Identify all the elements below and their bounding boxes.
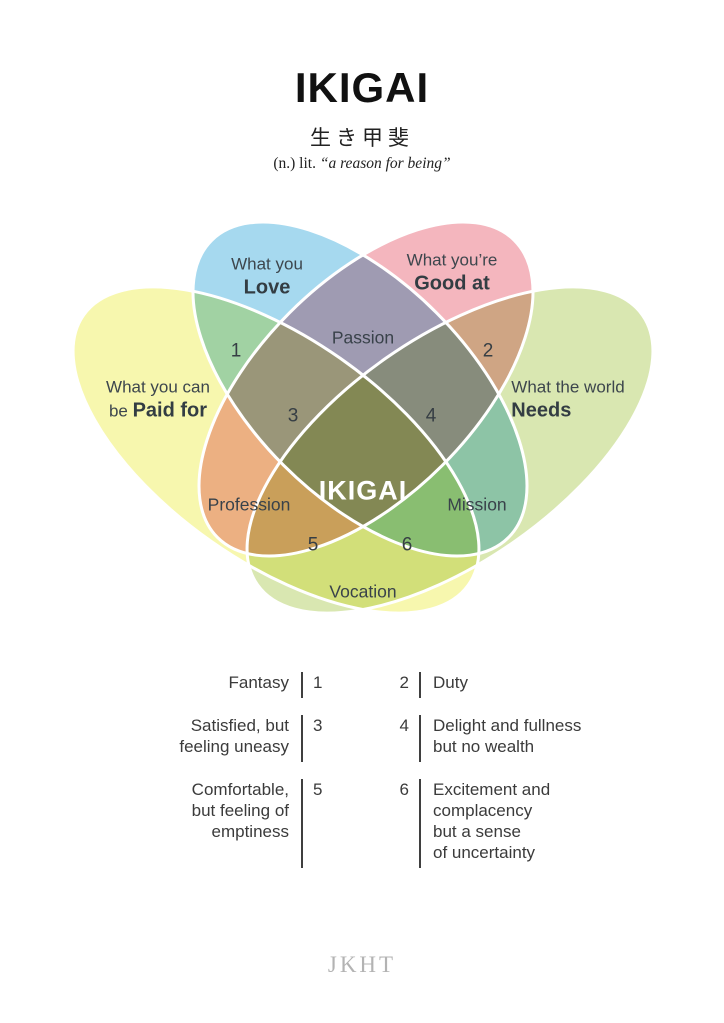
legend-text-4: Delight and fullness but no wealth bbox=[433, 716, 582, 756]
legend-text-1: Fantasy bbox=[228, 673, 289, 692]
petal-needs-shape bbox=[247, 286, 653, 614]
label-good-at-line2: Good at bbox=[414, 272, 490, 295]
label-good-at: What you’re Good at bbox=[407, 250, 498, 295]
petal-outlines bbox=[71, 220, 655, 615]
signature: JKHT bbox=[327, 952, 397, 977]
page-title: IKIGAI bbox=[294, 64, 430, 111]
petal-needs-outline bbox=[245, 285, 655, 615]
label-passion: Passion bbox=[331, 327, 395, 348]
region-number-1: 1 bbox=[230, 340, 242, 362]
region-number-4: 4 bbox=[425, 405, 437, 427]
legend-divider bbox=[301, 672, 303, 698]
legend-item-2: 2 Duty bbox=[385, 672, 645, 698]
legend-num-5: 5 bbox=[313, 780, 323, 799]
label-paid-for-prefix: be bbox=[108, 401, 133, 421]
legend-divider bbox=[419, 779, 421, 868]
label-paid-for-line1: What you can bbox=[106, 377, 210, 397]
legend-item-1: Fantasy 1 bbox=[97, 672, 337, 698]
subtitle-prefix: (n.) lit. bbox=[273, 155, 320, 172]
label-love-line2: Love bbox=[243, 276, 291, 299]
japanese-title: 生き甲斐 bbox=[310, 127, 414, 150]
legend-num-6: 6 bbox=[399, 780, 409, 799]
legend-divider bbox=[419, 672, 421, 698]
region-number-6: 6 bbox=[401, 534, 413, 556]
subtitle-quote: “a reason for being” bbox=[319, 155, 451, 172]
region-number-2: 2 bbox=[482, 340, 494, 362]
legend-item-4: 4 Delight and fullness but no wealth bbox=[385, 715, 645, 762]
legend: Fantasy 1 2 Duty Satisfied, but feeling … bbox=[97, 672, 645, 868]
legend-num-2: 2 bbox=[399, 673, 409, 692]
legend-divider bbox=[301, 779, 303, 868]
legend-item-3: Satisfied, but feeling uneasy 3 bbox=[97, 715, 337, 762]
legend-divider bbox=[419, 715, 421, 762]
region-number-3: 3 bbox=[287, 405, 299, 427]
label-needs-line1: What the world bbox=[511, 377, 625, 397]
petal-paid-for-outline bbox=[71, 285, 481, 615]
petal-good-at-outline bbox=[197, 220, 535, 558]
legend-text-5: Comfortable, but feeling of emptiness bbox=[191, 780, 289, 841]
petal-love-outline bbox=[191, 220, 529, 558]
label-paid-for-line2: Paid for bbox=[132, 399, 208, 422]
legend-text-2: Duty bbox=[433, 673, 468, 692]
region-number-5: 5 bbox=[307, 534, 319, 556]
label-good-at-line1: What you’re bbox=[406, 250, 498, 270]
legend-num-1: 1 bbox=[313, 673, 323, 692]
legend-text-6: Excitement and complacency but a sense o… bbox=[433, 780, 551, 862]
label-needs: What the world Needs bbox=[511, 377, 624, 422]
subtitle: (n.) lit. “a reason for being” bbox=[0, 155, 724, 173]
label-ikigai-center: IKIGAI bbox=[318, 475, 408, 506]
legend-text-3: Satisfied, but feeling uneasy bbox=[179, 716, 289, 756]
label-profession: Profession bbox=[207, 494, 291, 515]
legend-num-3: 3 bbox=[313, 716, 323, 735]
petal-fills bbox=[73, 222, 653, 614]
label-paid-for: What you can be Paid for bbox=[106, 377, 210, 422]
legend-item-6: 6 Excitement and complacency but a sense… bbox=[385, 779, 645, 868]
legend-divider bbox=[301, 715, 303, 762]
legend-num-4: 4 bbox=[399, 716, 409, 735]
label-needs-line2: Needs bbox=[511, 399, 572, 422]
label-love-line1: What you bbox=[231, 254, 303, 274]
label-mission: Mission bbox=[447, 494, 507, 515]
legend-item-5: Comfortable, but feeling of emptiness 5 bbox=[97, 779, 337, 868]
label-love: What you Love bbox=[231, 254, 303, 299]
label-vocation: Vocation bbox=[329, 581, 397, 602]
